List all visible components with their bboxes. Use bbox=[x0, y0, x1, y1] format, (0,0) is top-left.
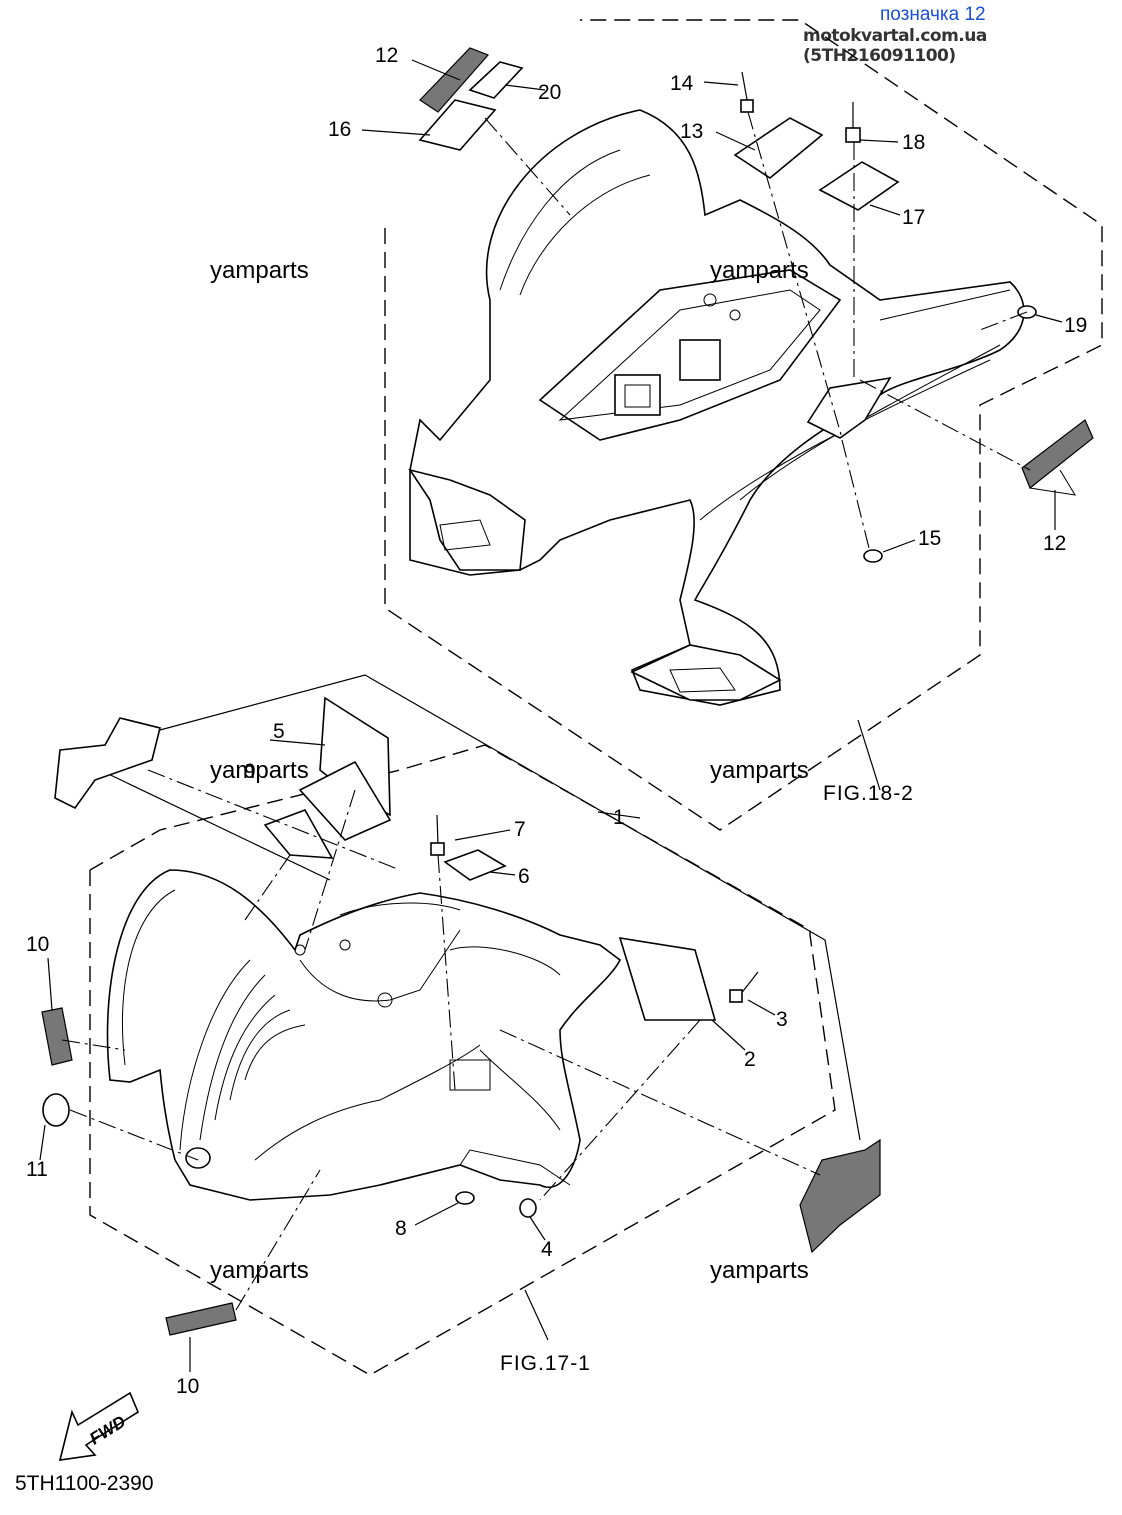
callout-13: 13 bbox=[680, 120, 703, 143]
rear-group-boundary bbox=[384, 19, 1103, 831]
callout-14: 14 bbox=[670, 72, 694, 95]
figure-label-front: FIG.17-1 bbox=[500, 1352, 591, 1375]
callout-20: 20 bbox=[538, 81, 561, 104]
watermark-6: yamparts bbox=[710, 1257, 809, 1284]
callout-1: 1 bbox=[613, 806, 625, 829]
marker-label: позначка 12 bbox=[880, 4, 986, 25]
callout-12-top: 12 bbox=[375, 44, 398, 67]
decal-20 bbox=[468, 61, 524, 99]
bolt-14 bbox=[740, 71, 754, 113]
callout-15: 15 bbox=[918, 527, 941, 550]
callout-5: 5 bbox=[273, 720, 285, 743]
grommet-15 bbox=[863, 549, 883, 563]
emblem-11 bbox=[42, 1093, 70, 1127]
diagram-code: 5TH1100-2390 bbox=[15, 1472, 154, 1495]
figure-label-rear: FIG.18-2 bbox=[823, 782, 914, 805]
bolt-18 bbox=[845, 102, 861, 143]
rear-fender-group bbox=[361, 19, 1103, 831]
callout-8: 8 bbox=[395, 1217, 407, 1240]
callout-10-bottom: 10 bbox=[176, 1375, 199, 1398]
callout-3: 3 bbox=[776, 1008, 788, 1031]
front-assembly-outline bbox=[159, 674, 861, 1141]
decal-top-left bbox=[54, 717, 161, 810]
decal-10-bottom bbox=[165, 1302, 237, 1336]
front-group-boundary bbox=[89, 744, 836, 1376]
watermark-3: yamparts bbox=[210, 757, 309, 784]
cover-2 bbox=[618, 937, 717, 1021]
callout-19: 19 bbox=[1064, 314, 1087, 337]
watermark-5: yamparts bbox=[210, 1257, 309, 1284]
callout-11: 11 bbox=[26, 1158, 48, 1181]
bolt-3 bbox=[729, 971, 759, 1003]
decal-9 bbox=[263, 809, 334, 859]
watermark-4: yamparts bbox=[710, 757, 809, 784]
callout-6: 6 bbox=[518, 865, 530, 888]
cover-6 bbox=[443, 849, 507, 881]
fwd-arrow bbox=[58, 1391, 139, 1461]
decal-right bbox=[799, 1138, 881, 1254]
decal-10-left bbox=[41, 1007, 73, 1066]
grommet-8 bbox=[455, 1191, 475, 1205]
bolt-7 bbox=[430, 814, 445, 856]
callout-10-left: 10 bbox=[26, 933, 49, 956]
callout-7: 7 bbox=[514, 818, 526, 841]
decal-16 bbox=[418, 99, 497, 151]
callout-9: 9 bbox=[244, 760, 256, 783]
callout-17: 17 bbox=[902, 206, 925, 229]
callout-4: 4 bbox=[541, 1238, 553, 1261]
callout-2: 2 bbox=[744, 1048, 756, 1071]
part-17-cover bbox=[818, 161, 900, 211]
rear-fender bbox=[409, 109, 1025, 706]
decal-12-right bbox=[1021, 419, 1094, 489]
front-fender-group bbox=[39, 674, 881, 1461]
front-fender bbox=[106, 869, 622, 1201]
part-13-cover bbox=[733, 117, 824, 179]
callout-12-right: 12 bbox=[1043, 532, 1066, 555]
site-line: motokvartal.com.ua (5TH216091100) bbox=[803, 26, 987, 66]
decal-12-top bbox=[419, 47, 490, 113]
watermark-2: yamparts bbox=[710, 257, 809, 284]
grommet-4 bbox=[519, 1198, 537, 1218]
callout-16: 16 bbox=[328, 118, 351, 141]
callout-18: 18 bbox=[902, 131, 925, 154]
watermark-1: yamparts bbox=[210, 257, 309, 284]
